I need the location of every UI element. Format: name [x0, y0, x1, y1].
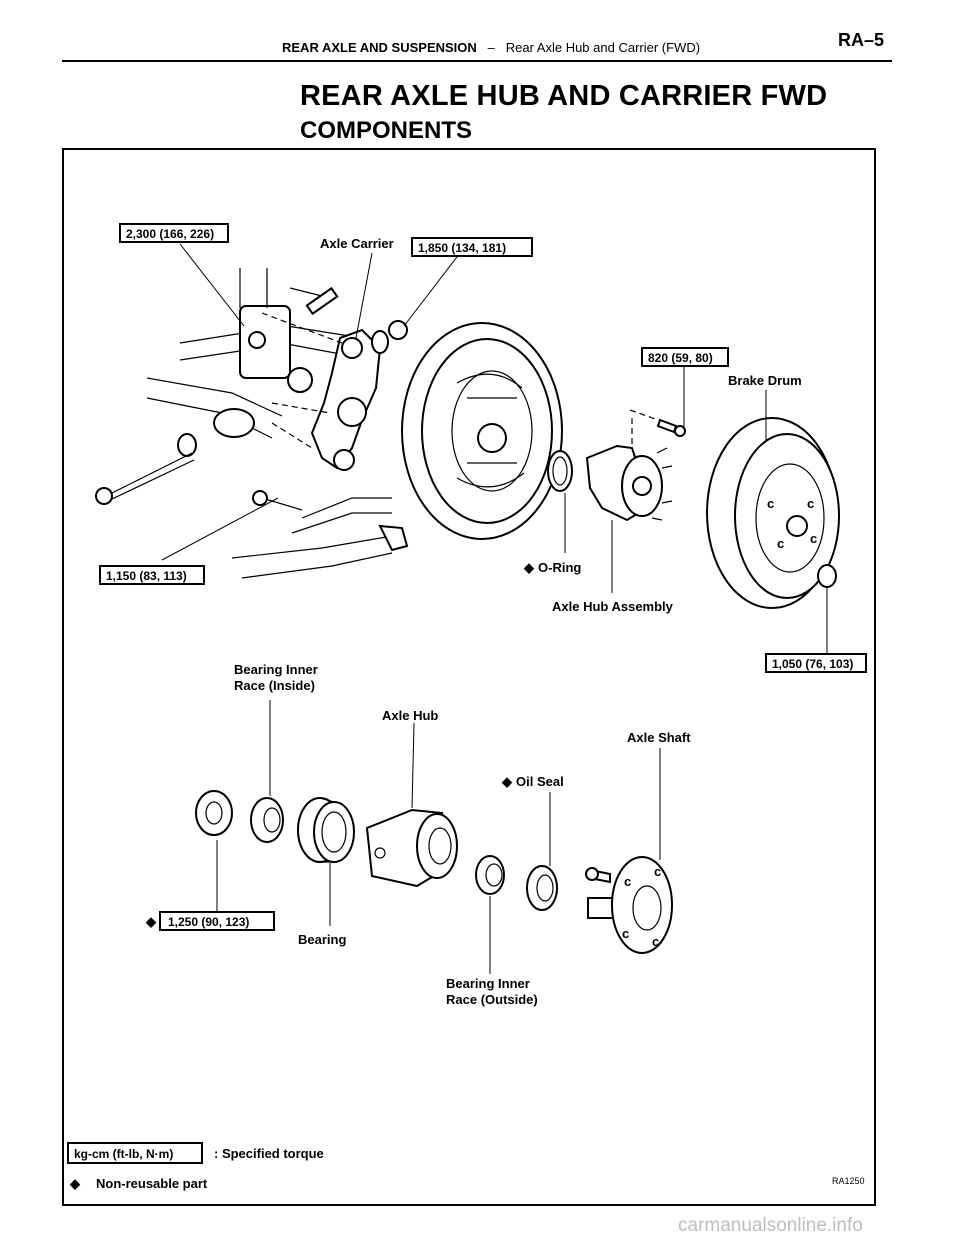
torque-box-1150: 1,150 (83, 113): [99, 565, 205, 585]
non-reusable-mark-oil-seal: ◆: [501, 774, 513, 789]
svg-text:c: c: [777, 536, 784, 551]
axle-hub-part: [365, 808, 458, 888]
svg-text:c: c: [654, 864, 661, 879]
torque-box-820: 820 (59, 80): [641, 347, 729, 367]
svg-text:1,250 (90, 123): 1,250 (90, 123): [168, 915, 249, 929]
torque-box-2300: 2,300 (166, 226): [119, 223, 229, 243]
bearing-inner-race-outside-part: [475, 855, 505, 895]
axle-hub-assembly-part: [585, 418, 673, 522]
running-header: REAR AXLE AND SUSPENSION – Rear Axle Hub…: [282, 40, 700, 55]
svg-text:c: c: [622, 926, 629, 941]
oil-seal-part: [526, 865, 558, 911]
lower-bolt: [252, 490, 409, 552]
svg-text:kg-cm (ft-lb, N·m): kg-cm (ft-lb, N·m): [74, 1147, 173, 1161]
hub-nut: [195, 790, 233, 836]
svg-text:2,300 (166, 226): 2,300 (166, 226): [126, 227, 214, 241]
strut-bracket: [239, 268, 339, 393]
watermark: carmanualsonline.info: [678, 1215, 863, 1236]
bearing-part: [297, 797, 355, 863]
hub-bolt: [629, 409, 686, 437]
svg-text:820 (59, 80): 820 (59, 80): [648, 351, 713, 365]
bearing-inner-race-inside-part: [250, 797, 284, 843]
label-axle-hub-assembly: Axle Hub Assembly: [552, 599, 674, 614]
header-section: REAR AXLE AND SUSPENSION: [282, 40, 477, 55]
label-axle-shaft: Axle Shaft: [627, 730, 691, 745]
o-ring-part: [547, 450, 573, 492]
header-rule: [62, 60, 892, 62]
svg-text:c: c: [767, 496, 774, 511]
label-brake-drum: Brake Drum: [728, 373, 802, 388]
bottom-leaders: [216, 700, 661, 974]
top-leaders: [161, 243, 828, 653]
diagram-frame: [62, 148, 876, 1206]
svg-text:1,050 (76, 103): 1,050 (76, 103): [772, 657, 853, 671]
brake-drum-part: c c c c: [706, 417, 840, 609]
non-reusable-mark-o-ring: ◆: [523, 560, 535, 575]
non-reusable-mark-nut: ◆: [145, 914, 157, 929]
axle-shaft-part: c c c c: [585, 856, 673, 954]
header-separator: –: [487, 40, 495, 55]
torque-box-1850: 1,850 (134, 181): [411, 237, 533, 257]
backing-plate: [401, 322, 563, 540]
label-o-ring: O-Ring: [538, 560, 581, 575]
svg-text:c: c: [807, 496, 814, 511]
svg-text:c: c: [624, 874, 631, 889]
legend-nonreusable-desc: Non-reusable part: [96, 1176, 208, 1191]
exploded-diagram: c c c c 2,300 (166, 226) 1,850 (134, 181…: [67, 223, 867, 1191]
page-number: RA–5: [838, 30, 885, 50]
long-bolt: [95, 452, 195, 505]
legend-unit-desc: : Specified torque: [214, 1146, 324, 1161]
section-subtitle: COMPONENTS: [300, 117, 473, 144]
legend-unit-box: kg-cm (ft-lb, N·m): [67, 1142, 203, 1164]
label-bearing: Bearing: [298, 932, 346, 947]
label-bearing-inner-race-outside-2: Race (Outside): [446, 992, 538, 1007]
torque-box-1250: 1,250 (90, 123): [159, 911, 275, 931]
svg-text:c: c: [810, 531, 817, 546]
label-axle-carrier: Axle Carrier: [320, 236, 394, 251]
label-bearing-inner-race-inside-2: Race (Inside): [234, 678, 315, 693]
label-bearing-inner-race-outside-1: Bearing Inner: [446, 976, 530, 991]
svg-text:1,850 (134, 181): 1,850 (134, 181): [418, 241, 506, 255]
label-bearing-inner-race-inside-1: Bearing Inner: [234, 662, 318, 677]
label-oil-seal: Oil Seal: [516, 774, 564, 789]
figure-code: RA1250: [832, 1176, 865, 1186]
header-subsection: Rear Axle Hub and Carrier (FWD): [505, 40, 701, 55]
label-axle-hub: Axle Hub: [382, 708, 438, 723]
torque-box-1050: 1,050 (76, 103): [765, 653, 867, 673]
svg-text:1,150 (83, 113): 1,150 (83, 113): [106, 569, 187, 583]
suspension-arms: [146, 325, 393, 579]
legend-nonreusable-mark: ◆: [69, 1176, 81, 1191]
page-title: REAR AXLE HUB AND CARRIER FWD: [300, 80, 828, 112]
svg-text:c: c: [652, 934, 659, 949]
